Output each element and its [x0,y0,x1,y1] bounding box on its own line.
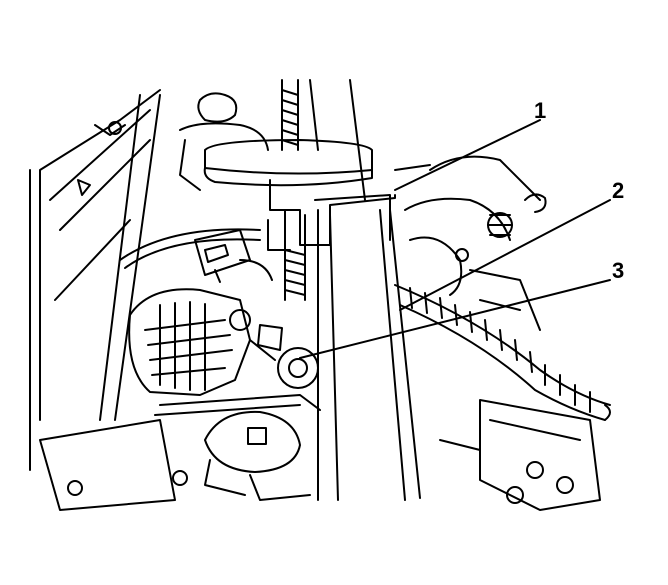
callout-label-3: 3 [612,258,625,283]
lower-right-bracket [439,399,601,511]
pivot-bolt [257,324,319,389]
alternator [128,288,276,396]
radiator-support [309,79,421,501]
callout-leader-lines [299,119,611,359]
left-fender-outline [29,89,161,471]
leader-line-3 [299,279,611,359]
t-handle-tool [203,79,396,301]
electrical-connector [119,228,273,283]
right-engine-components [394,155,547,331]
callout-label-1: 1 [534,98,547,123]
leader-line-1 [394,119,541,191]
leader-line-2 [399,199,611,311]
radiator-cap [204,410,311,501]
lower-left-bracket [39,394,321,511]
callout-label-2: 2 [612,178,625,203]
corrugated-harness [394,284,611,421]
